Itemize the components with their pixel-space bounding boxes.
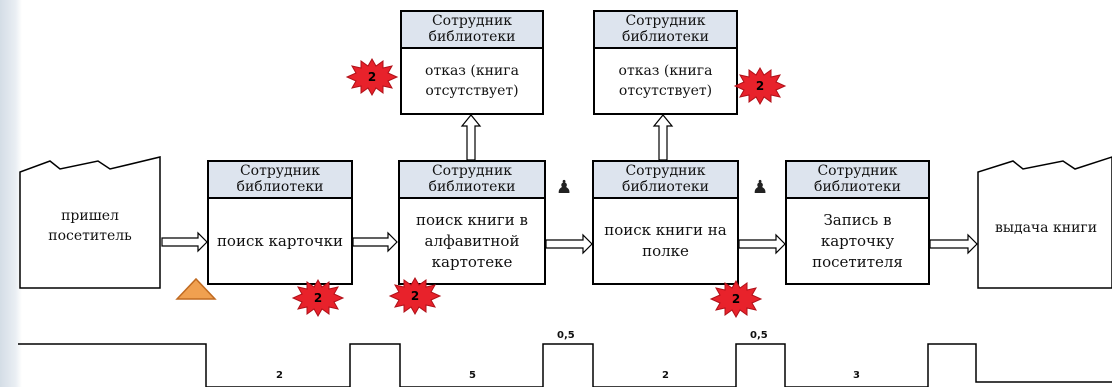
timeline-segment-label: 5	[469, 370, 476, 381]
step-box-1: Сотрудник библиотеки поиск карточки	[207, 160, 353, 285]
refusal-2-header: Сотрудник библиотеки	[595, 12, 736, 49]
waste-burst-icon: 2	[709, 279, 763, 319]
end-label: выдача книги	[994, 220, 1098, 236]
refusal-box-1: Сотрудник библиотеки отказ (книга отсутс…	[400, 10, 544, 115]
refusal-box-2: Сотрудник библиотеки отказ (книга отсутс…	[593, 10, 738, 115]
flow-arrow-5	[929, 233, 978, 255]
start-label: пришел посетитель	[48, 208, 132, 244]
timeline-wait-label: 0,5	[557, 330, 575, 341]
waste-burst-icon: 2	[345, 57, 399, 97]
waste-burst-icon: 2	[291, 278, 345, 318]
step-1-text: поиск карточки	[216, 231, 344, 250]
step-4-text: Запись в карточку посетителя	[812, 210, 903, 271]
person-icon: ♟	[556, 177, 573, 198]
waste-burst-icon: 2	[388, 276, 442, 316]
step-3-header: Сотрудник библиотеки	[594, 162, 737, 199]
up-arrow-2	[652, 114, 674, 161]
timeline-segment-label: 2	[276, 370, 283, 381]
step-box-3: Сотрудник библиотеки поиск книги на полк…	[592, 160, 739, 285]
warning-triangle-icon	[175, 277, 217, 300]
flow-arrow-1	[161, 231, 208, 253]
flow-arrow-3	[545, 233, 593, 255]
step-box-2: Сотрудник библиотеки поиск книги в алфав…	[398, 160, 546, 285]
timeline-wait-label: 0,5	[750, 330, 768, 341]
step-2-header: Сотрудник библиотеки	[400, 162, 544, 199]
person-icon: ♟	[752, 177, 769, 198]
refusal-2-text: отказ (книга отсутствует)	[618, 63, 713, 99]
step-box-4: Сотрудник библиотеки Запись в карточку п…	[785, 160, 930, 285]
waste-burst-icon: 2	[733, 66, 787, 106]
step-4-header: Сотрудник библиотеки	[787, 162, 928, 199]
step-3-text: поиск книги на полке	[604, 221, 727, 260]
step-1-header: Сотрудник библиотеки	[209, 162, 351, 199]
timeline-line	[18, 343, 1112, 387]
timeline-segment-label: 2	[662, 370, 669, 381]
refusal-1-header: Сотрудник библиотеки	[402, 12, 542, 49]
step-2-text: поиск книги в алфавитной картотеке	[415, 210, 528, 271]
start-node-shape	[19, 156, 161, 289]
timeline-segment-label: 3	[853, 370, 860, 381]
flow-arrow-2	[352, 231, 398, 253]
flow-arrow-4	[738, 233, 786, 255]
end-node-shape	[977, 156, 1112, 289]
up-arrow-1	[460, 114, 482, 161]
refusal-1-text: отказ (книга отсутствует)	[425, 63, 519, 99]
background-gradient	[0, 0, 22, 387]
